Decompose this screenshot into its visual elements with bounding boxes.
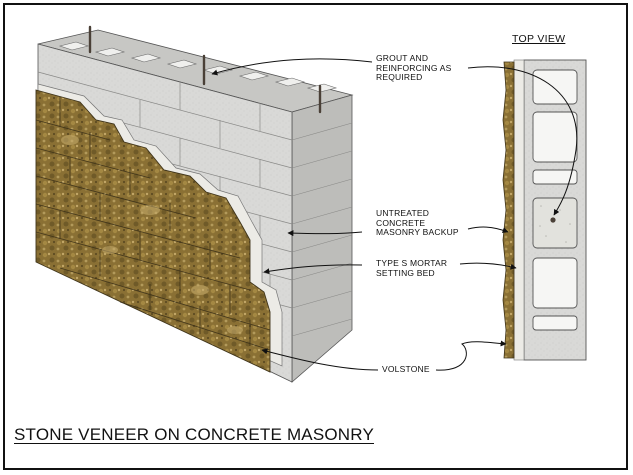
- top-view-section: [502, 59, 587, 361]
- callout-grout-reinforcing: GROUT AND REINFORCING AS REQUIRED: [376, 53, 452, 83]
- callout-mortar-setting-bed: TYPE S MORTAR SETTING BED: [376, 258, 448, 278]
- drawing-title: STONE VENEER ON CONCRETE MASONRY: [14, 425, 374, 444]
- top-view-label: TOP VIEW: [512, 33, 566, 45]
- rebar-group: [88, 25, 322, 114]
- callout-volstone: VOLSTONE: [382, 364, 430, 374]
- volstone-veneer: [35, 89, 271, 373]
- leader-lines: [211, 58, 578, 371]
- callout-cmu-backup: UNTREATED CONCRETE MASONRY BACKUP: [376, 208, 459, 238]
- drawing-border: [3, 3, 628, 470]
